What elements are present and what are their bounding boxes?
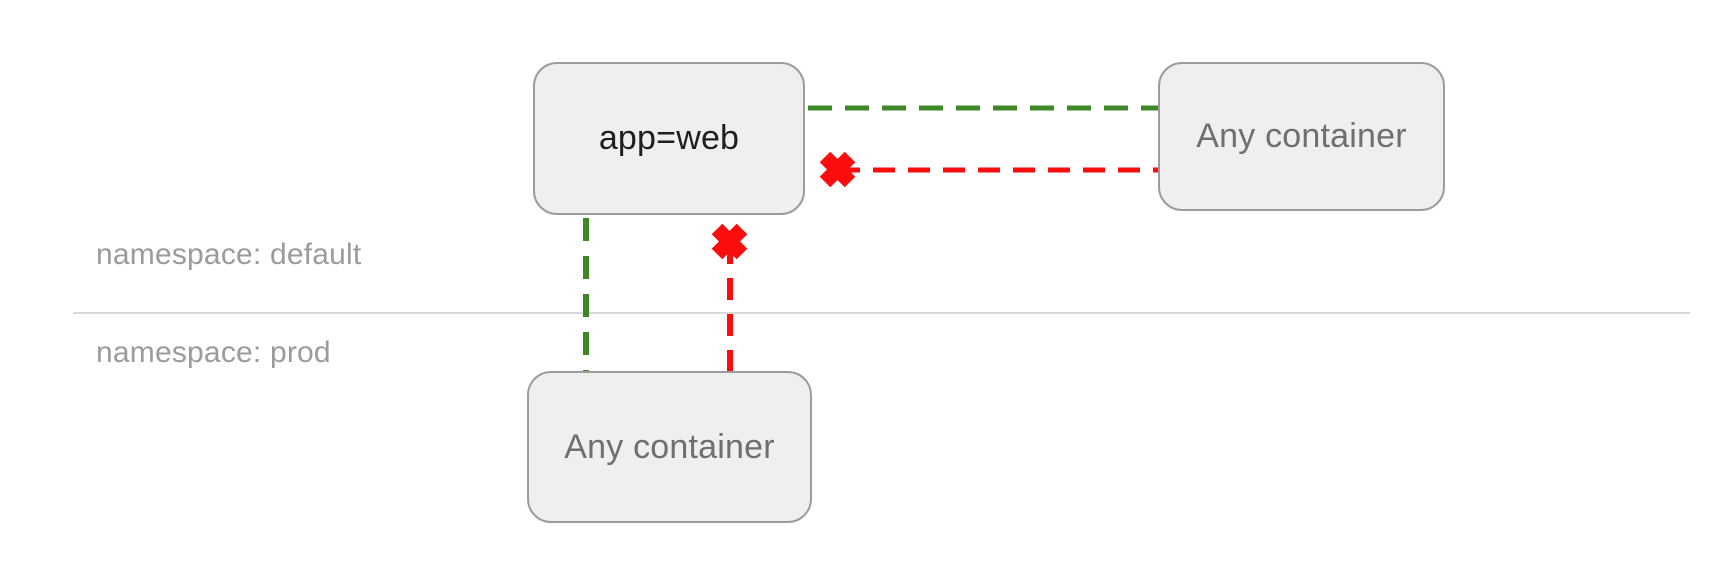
blocked-x-icon-stroke xyxy=(711,223,748,260)
node-app-web-label: app=web xyxy=(598,119,740,157)
node-any-container-default: Any container xyxy=(1158,62,1445,211)
node-any-container-prod-label: Any container xyxy=(564,427,775,466)
namespace-default-label: namespace: default xyxy=(96,238,362,271)
blocked-x-icon xyxy=(819,151,856,188)
blocked-x-icon-stroke xyxy=(819,151,856,188)
blocked-x-icon-stroke xyxy=(711,223,748,260)
namespace-divider-line xyxy=(73,312,1690,314)
node-app-web: app=web xyxy=(533,62,805,215)
node-any-container-default-label: Any container xyxy=(1196,117,1407,155)
node-any-container-prod: Any container xyxy=(527,371,812,523)
blocked-x-icon xyxy=(711,223,748,260)
blocked-x-icon-stroke xyxy=(819,151,856,188)
namespace-prod-label: namespace: prod xyxy=(96,336,331,369)
